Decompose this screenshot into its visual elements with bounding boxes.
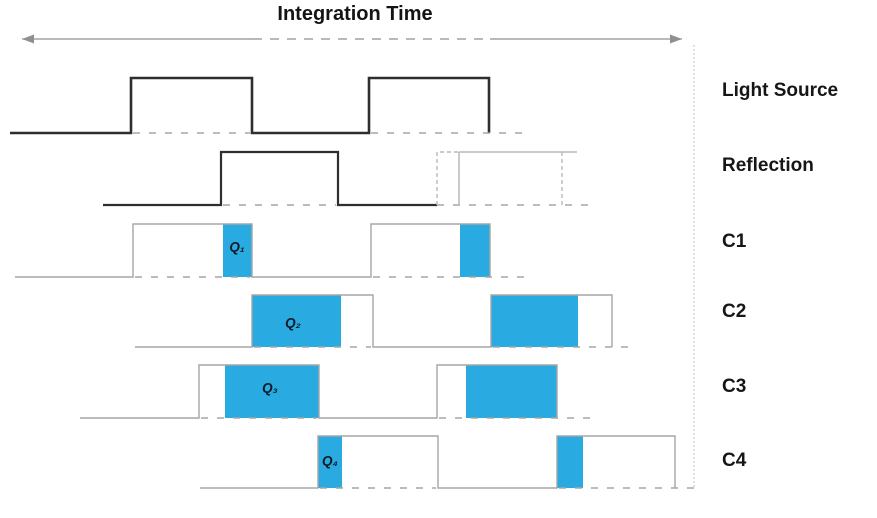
waveform-light-source <box>10 76 528 135</box>
charge-region-c4-1 <box>318 436 342 488</box>
c1-trace-1 <box>15 223 491 278</box>
charge-region-c2-2 <box>491 295 578 347</box>
reflection-trace-1 <box>103 150 437 207</box>
c2-trace-1 <box>135 294 613 348</box>
charge-region-c4-2 <box>557 436 583 488</box>
c3-trace-1 <box>80 364 558 419</box>
arrowhead-left-icon <box>22 34 34 44</box>
c4-trace-1 <box>200 435 676 489</box>
arrowhead-right-icon <box>670 34 682 44</box>
charge-region-c1-2 <box>460 224 490 277</box>
charge-region-c3-2 <box>466 365 557 418</box>
charge-region-c1-1 <box>223 224 252 277</box>
reflection-trace-4 <box>436 151 459 205</box>
charge-region-c3-1 <box>225 365 319 418</box>
charge-region-c2-1 <box>252 295 341 347</box>
waveform-c2 <box>135 294 632 348</box>
waveform-c1 <box>15 223 528 278</box>
waveform-c4 <box>200 435 697 489</box>
integration-time-arrow <box>22 34 682 44</box>
diagram-title: Integration Time <box>277 3 433 25</box>
light-source-trace-1 <box>10 76 491 135</box>
waveform-c3 <box>80 364 594 419</box>
waveform-reflection <box>103 150 592 207</box>
